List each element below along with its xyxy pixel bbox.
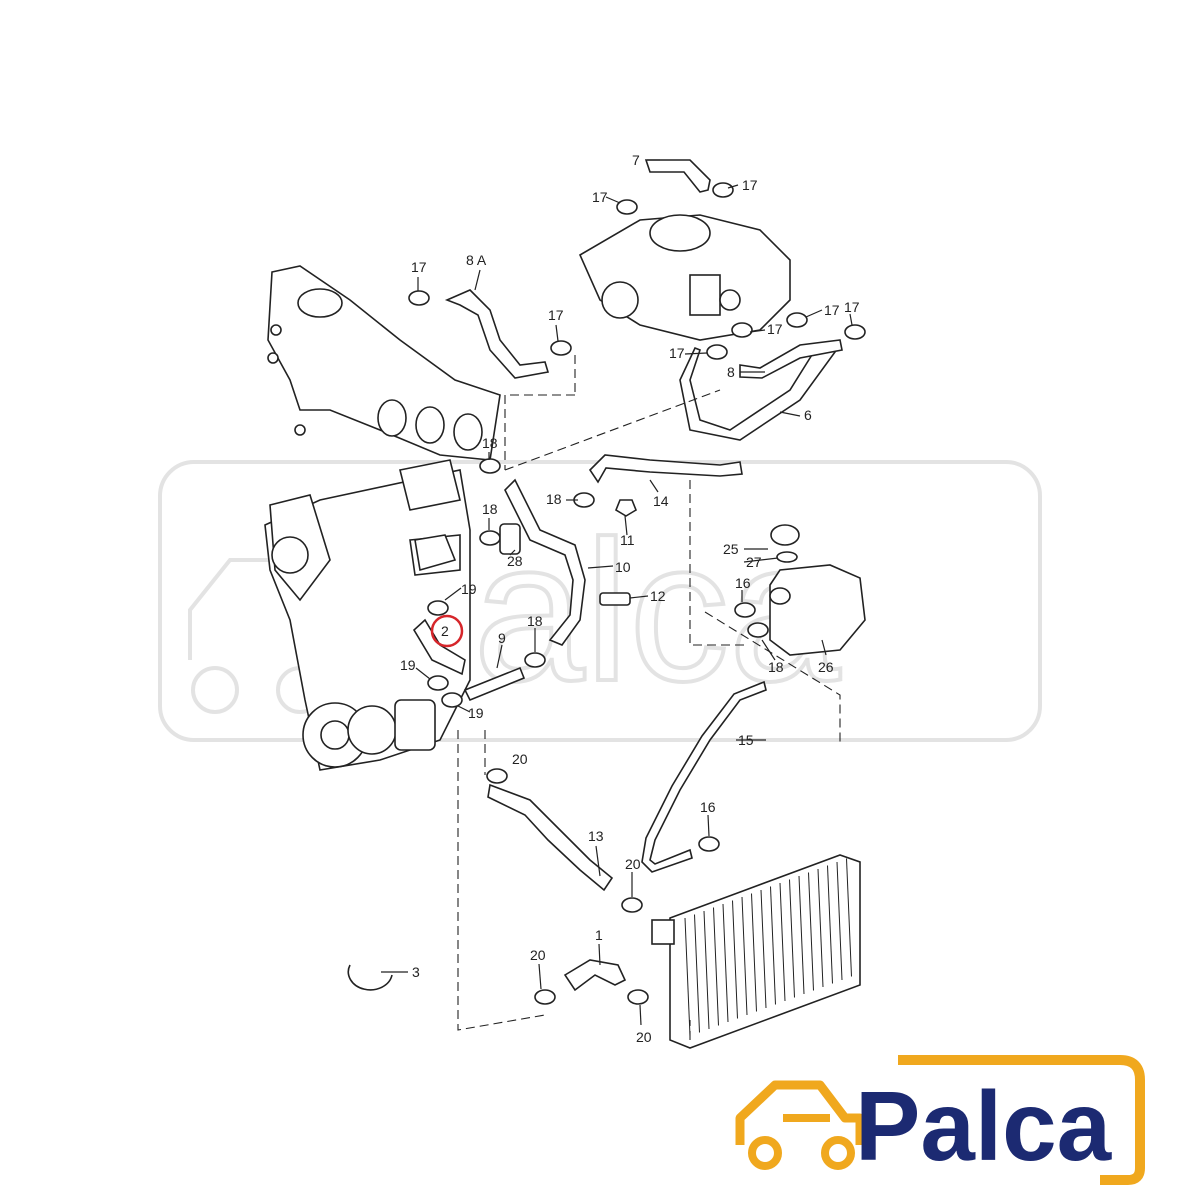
label-18-c: 18: [482, 501, 498, 517]
label-9: 9: [498, 630, 506, 646]
label-18-a: 18: [482, 435, 498, 451]
radiator-fin: [713, 907, 719, 1026]
palca-logo: Palca: [735, 1055, 1145, 1185]
label-11: 11: [620, 532, 635, 548]
hoses: [412, 159, 843, 992]
label-12: 12: [650, 588, 666, 604]
radiator-fin: [684, 917, 691, 1037]
label-18-d: 18: [527, 613, 543, 629]
label-2: 2: [441, 623, 449, 639]
radiator-fin: [817, 868, 824, 988]
label-20-b: 20: [625, 856, 641, 872]
radiator-fin: [694, 914, 700, 1033]
label-18-b: 18: [546, 491, 562, 507]
label-16-a: 16: [735, 575, 751, 591]
intake-manifold: [267, 265, 501, 461]
label-27: 27: [746, 554, 762, 570]
label-14: 14: [653, 493, 669, 509]
label-17-g: 17: [767, 321, 783, 337]
label-17-f: 17: [844, 299, 860, 315]
label-3: 3: [412, 964, 420, 980]
label-18-e: 18: [768, 659, 784, 675]
label-20-d: 20: [636, 1029, 652, 1045]
small-parts: [347, 499, 637, 991]
label-26: 26: [818, 659, 834, 675]
logo-text: Palca: [855, 1071, 1113, 1181]
label-8a: 8 A: [466, 252, 487, 268]
label-7: 7: [632, 152, 640, 168]
radiator-fin: [770, 886, 776, 1005]
radiator-fin: [732, 900, 738, 1019]
label-28: 28: [507, 553, 523, 569]
car-icon: [735, 1080, 865, 1145]
radiator-fin: [798, 875, 805, 995]
radiator-fin: [808, 872, 814, 991]
radiator-fin: [836, 861, 843, 981]
label-25: 25: [723, 541, 739, 557]
label-20-a: 20: [512, 751, 528, 767]
label-16-b: 16: [700, 799, 716, 815]
radiator-fin: [827, 865, 833, 984]
label-17-e: 17: [824, 302, 840, 318]
highlight-circle: [430, 614, 464, 648]
radiator-fin: [779, 882, 786, 1002]
label-8: 8: [727, 364, 735, 380]
radiator-fin: [751, 893, 757, 1012]
clamps: [408, 182, 866, 1005]
radiator: [651, 854, 861, 1049]
label-17-h: 17: [669, 345, 685, 361]
label-20-c: 20: [530, 947, 546, 963]
label-17-a: 17: [592, 189, 608, 205]
carburetor: [578, 214, 791, 341]
label-6: 6: [804, 407, 812, 423]
label-19-b: 19: [400, 657, 416, 673]
callout-labels: 7 17 17 17 8 A 17 17 17 17 17 8 6 14 18 …: [400, 152, 860, 1045]
label-17-d: 17: [548, 307, 564, 323]
radiator-fin: [846, 858, 852, 977]
radiator-fin: [703, 910, 710, 1030]
label-15: 15: [738, 732, 754, 748]
label-10: 10: [615, 559, 631, 575]
label-17-b: 17: [742, 177, 758, 193]
label-1: 1: [595, 927, 603, 943]
label-19-c: 19: [468, 705, 484, 721]
label-13: 13: [588, 828, 604, 844]
label-17-c: 17: [411, 259, 427, 275]
radiator-fin: [789, 879, 795, 998]
radiator-fin: [741, 896, 748, 1016]
label-19-a: 19: [461, 581, 477, 597]
expansion-tank: [769, 524, 866, 656]
radiator-fin: [760, 889, 767, 1009]
radiator-fin: [722, 903, 729, 1023]
leader-lines: [381, 159, 853, 1040]
